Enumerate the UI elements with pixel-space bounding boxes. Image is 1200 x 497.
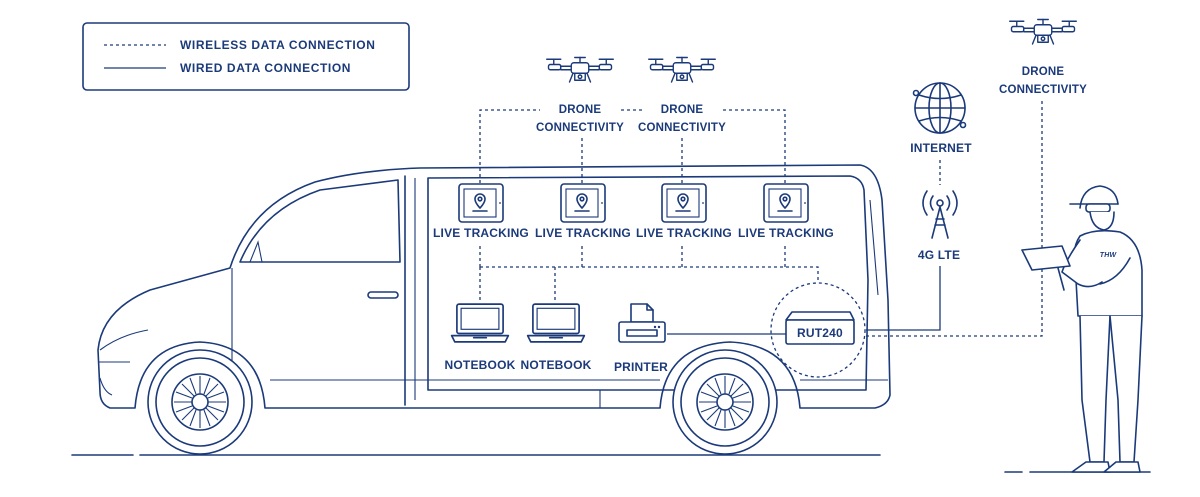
- tracker-3-label: LIVE TRACKING: [636, 226, 732, 240]
- tracker-2-label: LIVE TRACKING: [535, 226, 631, 240]
- router-links: [866, 98, 1043, 337]
- drone-2-label-line1: DRONE: [661, 104, 704, 116]
- van-front-wheel: [147, 349, 253, 455]
- printer: PRINTER: [614, 303, 668, 374]
- drone-3-label-line1: DRONE: [1022, 66, 1065, 78]
- drone-1-label-line2: CONNECTIVITY: [536, 122, 624, 134]
- drone-2-label-line2: CONNECTIVITY: [638, 122, 726, 134]
- notebook-2-label: NOTEBOOK: [521, 358, 592, 372]
- legend-box: [82, 22, 410, 91]
- van-body: [97, 164, 891, 409]
- tracker-4-icon: [763, 183, 809, 223]
- tracker-4-label: LIVE TRACKING: [738, 226, 834, 240]
- tracker-links: [479, 246, 819, 302]
- notebook-1-label: NOTEBOOK: [445, 358, 516, 372]
- operator-person: THW: [1021, 185, 1143, 473]
- tracker-1-icon: [458, 183, 504, 223]
- drone-1: DRONE CONNECTIVITY: [536, 56, 624, 134]
- drone-3-icon: [1009, 18, 1077, 45]
- tracker-1-label: LIVE TRACKING: [433, 226, 529, 240]
- drone-2-icon: [648, 56, 716, 83]
- notebook-2: NOTEBOOK: [521, 303, 592, 372]
- van-rear-wheel: [672, 349, 778, 455]
- notebook-2-icon: [526, 303, 586, 343]
- drone-links: [479, 109, 786, 183]
- van: [97, 164, 891, 409]
- internet: INTERNET: [910, 82, 972, 185]
- cell-tower-icon: [922, 190, 958, 239]
- van-front-window: [239, 179, 401, 263]
- drone-1-icon: [546, 56, 614, 83]
- tracker-3: LIVE TRACKING: [636, 183, 732, 240]
- lte-label: 4G LTE: [918, 248, 960, 262]
- drone-controller-icon: [1021, 245, 1071, 271]
- legend-wired-label: WIRED DATA CONNECTION: [180, 61, 351, 75]
- tracker-1: LIVE TRACKING: [433, 183, 529, 240]
- tracker-2: LIVE TRACKING: [535, 183, 631, 240]
- router-icon: [785, 319, 855, 345]
- tracker-4: LIVE TRACKING: [738, 183, 834, 240]
- printer-label: PRINTER: [614, 360, 668, 374]
- router-label: RUT240: [797, 326, 843, 340]
- ground: [71, 454, 1151, 473]
- drone-2: DRONE CONNECTIVITY: [638, 56, 726, 134]
- lte: 4G LTE: [918, 190, 960, 262]
- notebook-1: NOTEBOOK: [445, 303, 516, 372]
- goggles: [1085, 203, 1111, 213]
- drone-1-label-line1: DRONE: [559, 104, 602, 116]
- jacket-logo: THW: [1100, 252, 1118, 259]
- tracker-2-icon: [560, 183, 606, 223]
- router: RUT240: [770, 282, 866, 378]
- internet-label: INTERNET: [910, 141, 972, 155]
- van-cargo-area: [427, 175, 869, 391]
- van-door-handle: [367, 291, 399, 299]
- legend-wireless-label: WIRELESS DATA CONNECTION: [180, 38, 376, 52]
- drone-3-label-line2: CONNECTIVITY: [999, 84, 1087, 96]
- legend: WIRELESS DATA CONNECTION WIRED DATA CONN…: [82, 22, 410, 91]
- notebook-1-icon: [450, 303, 510, 343]
- router-wireless-zone: [770, 282, 866, 378]
- tracker-3-icon: [661, 183, 707, 223]
- globe-icon: [912, 82, 967, 134]
- drone-3: DRONE CONNECTIVITY: [999, 18, 1087, 96]
